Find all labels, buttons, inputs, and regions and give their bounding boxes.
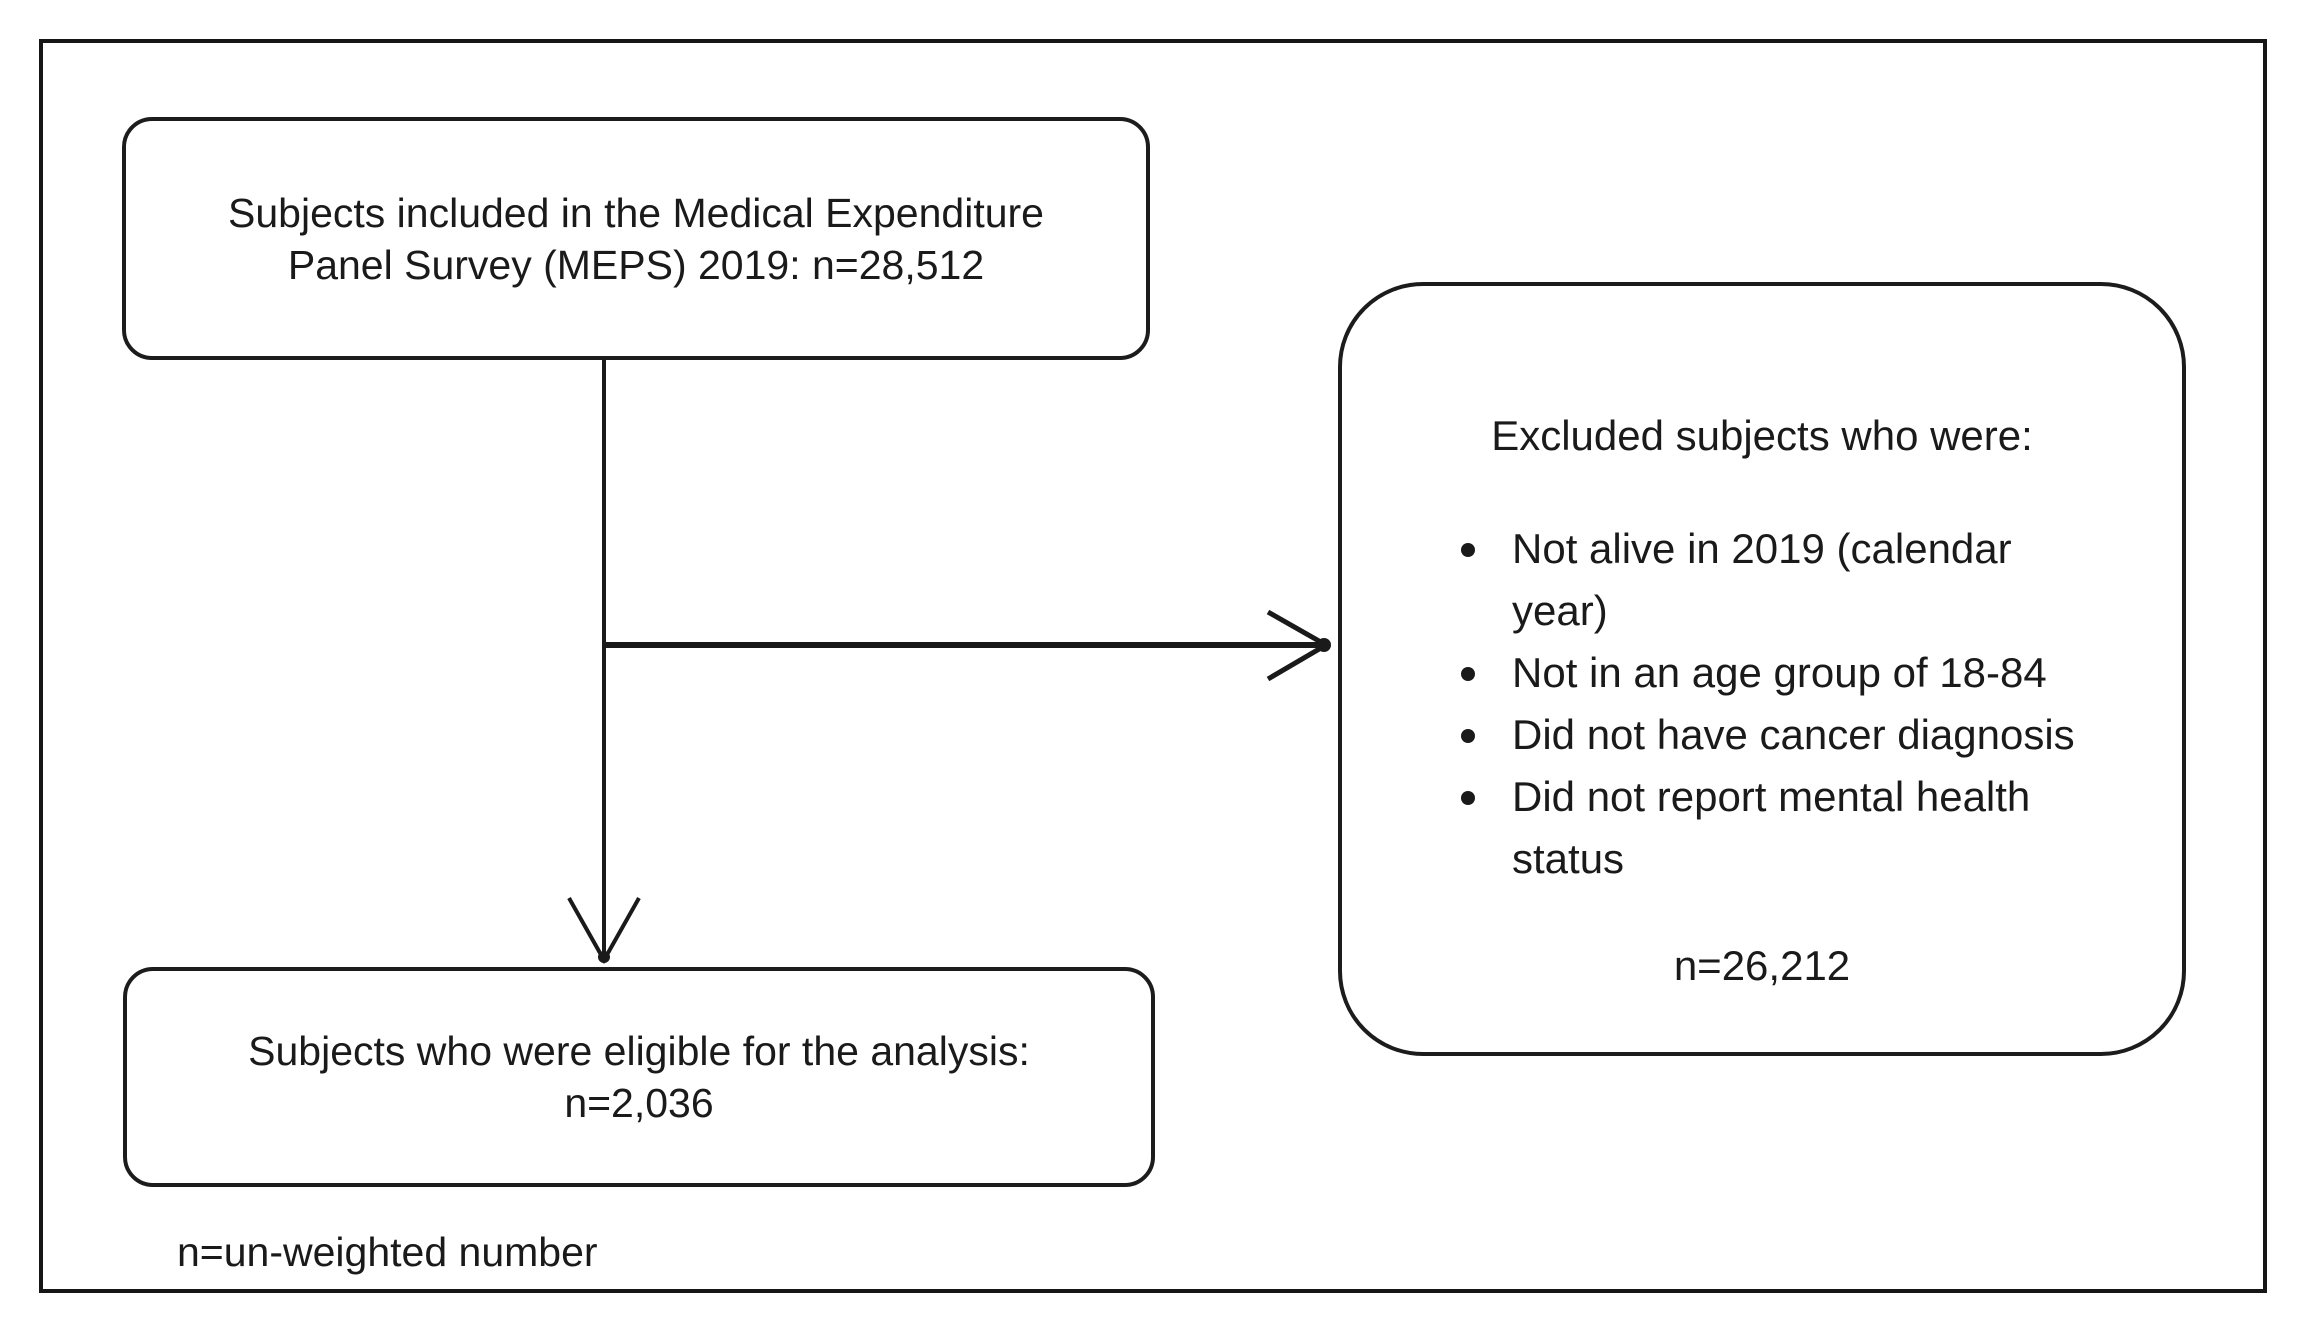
excluded-reason-list: Not alive in 2019 (calendar year) Not in… <box>1342 518 2182 890</box>
excluded-reason-item: Did not report mental health status <box>1461 766 2092 890</box>
excluded-reason-item: Not in an age group of 18-84 <box>1461 642 2092 704</box>
excluded-subjects-box: Excluded subjects who were: Not alive in… <box>1338 282 2186 1056</box>
included-subjects-line-1: Subjects included in the Medical Expendi… <box>228 189 1044 236</box>
excluded-reason-item: Did not have cancer diagnosis <box>1461 704 2092 766</box>
included-subjects-line-2: Panel Survey (MEPS) 2019: n=28,512 <box>287 241 985 288</box>
included-subjects-box: Subjects included in the Medical Expendi… <box>122 117 1150 360</box>
eligible-subjects-box: Subjects who were eligible for the analy… <box>123 967 1155 1187</box>
eligible-subjects-line-1: Subjects who were eligible for the analy… <box>248 1028 1030 1074</box>
footnote: n=un-weighted number <box>177 1229 598 1275</box>
excluded-heading: Excluded subjects who were: <box>1491 412 2033 459</box>
eligible-subjects-line-2: n=2,036 <box>564 1080 714 1126</box>
excluded-reason-item: Not alive in 2019 (calendar year) <box>1461 518 2092 642</box>
excluded-count: n=26,212 <box>1673 942 1851 989</box>
